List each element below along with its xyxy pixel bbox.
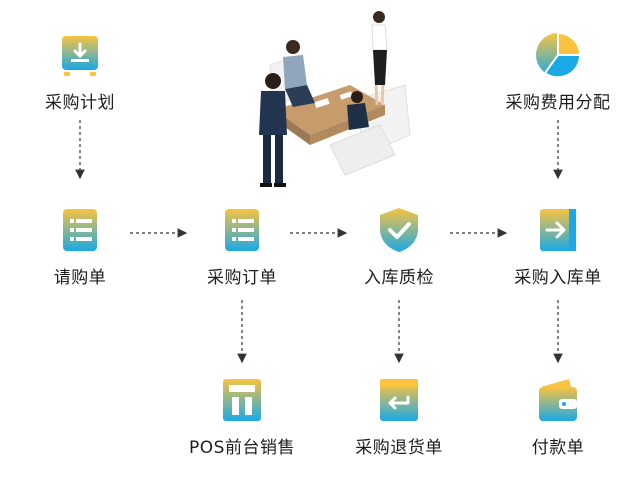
business-meeting-illustration bbox=[259, 11, 411, 187]
door-enter-icon bbox=[540, 209, 576, 251]
node-cost: 采购费用分配 bbox=[488, 30, 628, 113]
node-plan: 采购计划 bbox=[10, 30, 150, 113]
node-return-label: 采购退货单 bbox=[355, 438, 443, 458]
node-pos: POS前台销售 bbox=[172, 375, 312, 458]
clipboard-list-icon bbox=[225, 209, 259, 251]
cart-download-icon bbox=[62, 36, 98, 76]
node-request-label: 请购单 bbox=[53, 268, 107, 288]
return-box-icon bbox=[380, 379, 418, 421]
node-order: 采购订单 bbox=[172, 205, 312, 288]
shield-check-icon bbox=[380, 208, 418, 252]
node-payment-label: 付款单 bbox=[531, 438, 585, 458]
node-cost-label: 采购费用分配 bbox=[505, 93, 611, 113]
node-inspection: 入库质检 bbox=[329, 205, 469, 288]
pos-register-icon bbox=[223, 379, 261, 421]
wallet-icon bbox=[539, 379, 577, 421]
node-inbound: 采购入库单 bbox=[488, 205, 628, 288]
node-pos-label: POS前台销售 bbox=[189, 438, 295, 458]
node-inspection-label: 入库质检 bbox=[364, 268, 434, 288]
node-payment: 付款单 bbox=[488, 375, 628, 458]
node-return: 采购退货单 bbox=[329, 375, 469, 458]
pie-chart-icon bbox=[536, 31, 582, 79]
node-inbound-label: 采购入库单 bbox=[514, 268, 602, 288]
node-request: 请购单 bbox=[10, 205, 150, 288]
node-order-label: 采购订单 bbox=[207, 268, 277, 288]
clipboard-list-icon bbox=[63, 209, 97, 251]
node-plan-label: 采购计划 bbox=[45, 93, 115, 113]
